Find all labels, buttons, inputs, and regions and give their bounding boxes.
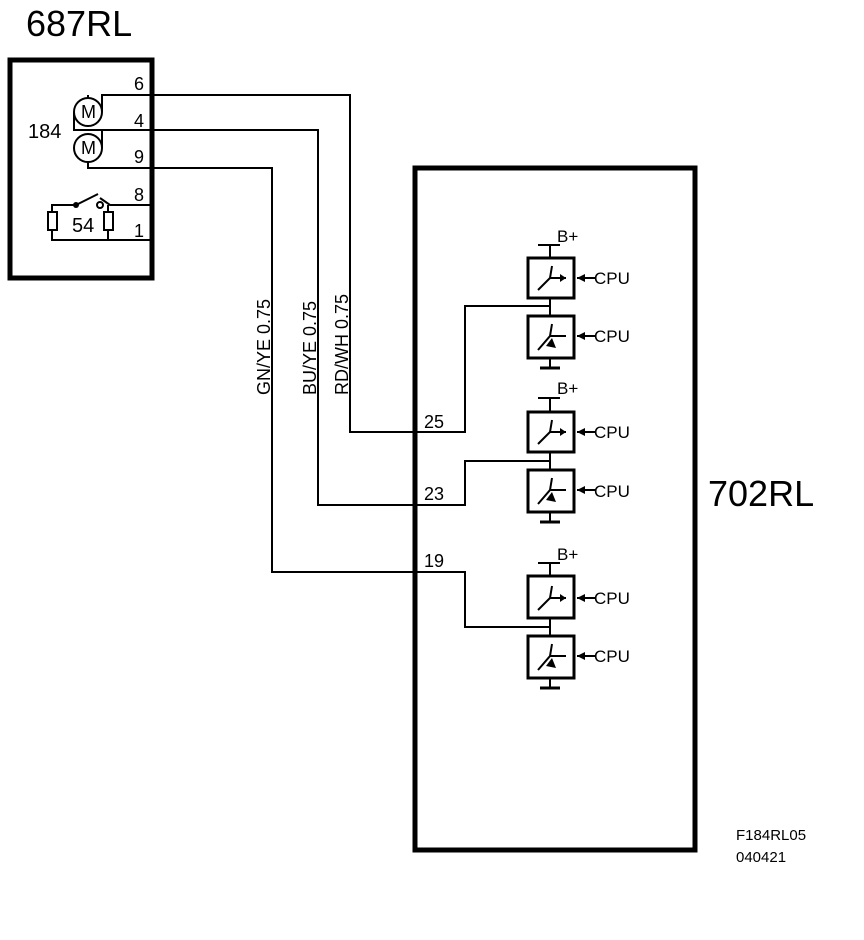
wire-label-rd-wh: RD/WH 0.75 — [332, 294, 352, 395]
half-bridge-1: B+ CPU CPU — [526, 227, 630, 370]
pin-702-25: 25 — [424, 412, 444, 432]
cpu-label-5: CPU — [594, 589, 630, 608]
switch-id-label: 54 — [72, 215, 94, 237]
bplus-label-2: B+ — [557, 379, 578, 398]
pin-687-4: 4 — [134, 111, 144, 131]
pin-687-1: 1 — [134, 221, 144, 241]
bplus-label-1: B+ — [557, 227, 578, 246]
pin-687-6: 6 — [134, 74, 144, 94]
motor-1-label: M — [81, 102, 96, 122]
cpu-label-1: CPU — [594, 269, 630, 288]
wire-pin4-to-23 — [152, 129, 420, 506]
pin-702-19: 19 — [424, 551, 444, 571]
component-702-title: 702RL — [708, 473, 814, 514]
wire-label-gn-ye: GN/YE 0.75 — [254, 299, 274, 395]
component-702-box — [412, 165, 698, 853]
cpu-label-2: CPU — [594, 327, 630, 346]
diagram-code: F184RL05 — [736, 827, 806, 844]
cpu-label-6: CPU — [594, 647, 630, 666]
pin-702-23: 23 — [424, 484, 444, 504]
wire-pin6-to-25 — [152, 94, 420, 433]
half-bridge-3: B+ CPU CPU — [526, 545, 630, 690]
switch-54: 54 — [47, 193, 152, 241]
half-bridge-2: B+ CPU CPU — [526, 379, 630, 524]
cpu-label-4: CPU — [594, 482, 630, 501]
pin-687-9: 9 — [134, 147, 144, 167]
component-687-title: 687RL — [26, 3, 132, 44]
motor-id-label: 184 — [28, 121, 61, 143]
wire-pin9-to-19 — [152, 167, 420, 573]
motor-2-label: M — [81, 138, 96, 158]
bplus-label-3: B+ — [557, 545, 578, 564]
motor-symbol-2: M — [73, 133, 103, 163]
cpu-label-3: CPU — [594, 423, 630, 442]
wire-label-bu-ye: BU/YE 0.75 — [300, 301, 320, 395]
pin-687-8: 8 — [134, 185, 144, 205]
diagram-date: 040421 — [736, 849, 786, 866]
motor-symbol-1: M — [73, 97, 103, 127]
